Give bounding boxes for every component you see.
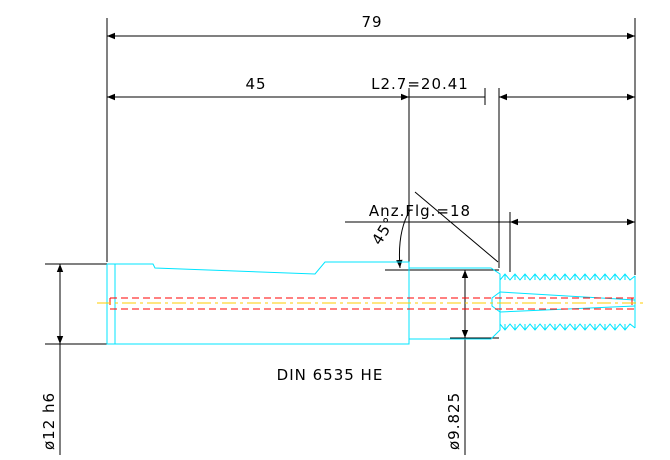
neck-diameter-text: ø9.825 <box>445 392 463 450</box>
norm-label: DIN 6535 HE <box>277 366 384 384</box>
thread-length-text: L2.7=20.41 <box>371 75 469 93</box>
flute-count-text: Anz.Flg.=18 <box>369 202 471 220</box>
total-length-text: 79 <box>361 13 382 31</box>
shank-length-text: 45 <box>245 75 266 93</box>
dimension-neck-diameter: ø9.825 <box>385 269 499 455</box>
thread-profile <box>499 273 636 331</box>
dimension-shank-diameter: ø12 h6 <box>40 263 107 455</box>
tool-outline <box>106 261 636 345</box>
dimension-shank-length: 45 <box>107 75 409 101</box>
shank-diameter-text: ø12 h6 <box>40 392 58 450</box>
dimension-thread-length: L2.7=20.41 <box>371 75 635 101</box>
dimension-total-length: 79 <box>107 13 635 40</box>
extension-lines <box>106 18 636 275</box>
dimension-flute-count: Anz.Flg.=18 <box>345 202 635 226</box>
